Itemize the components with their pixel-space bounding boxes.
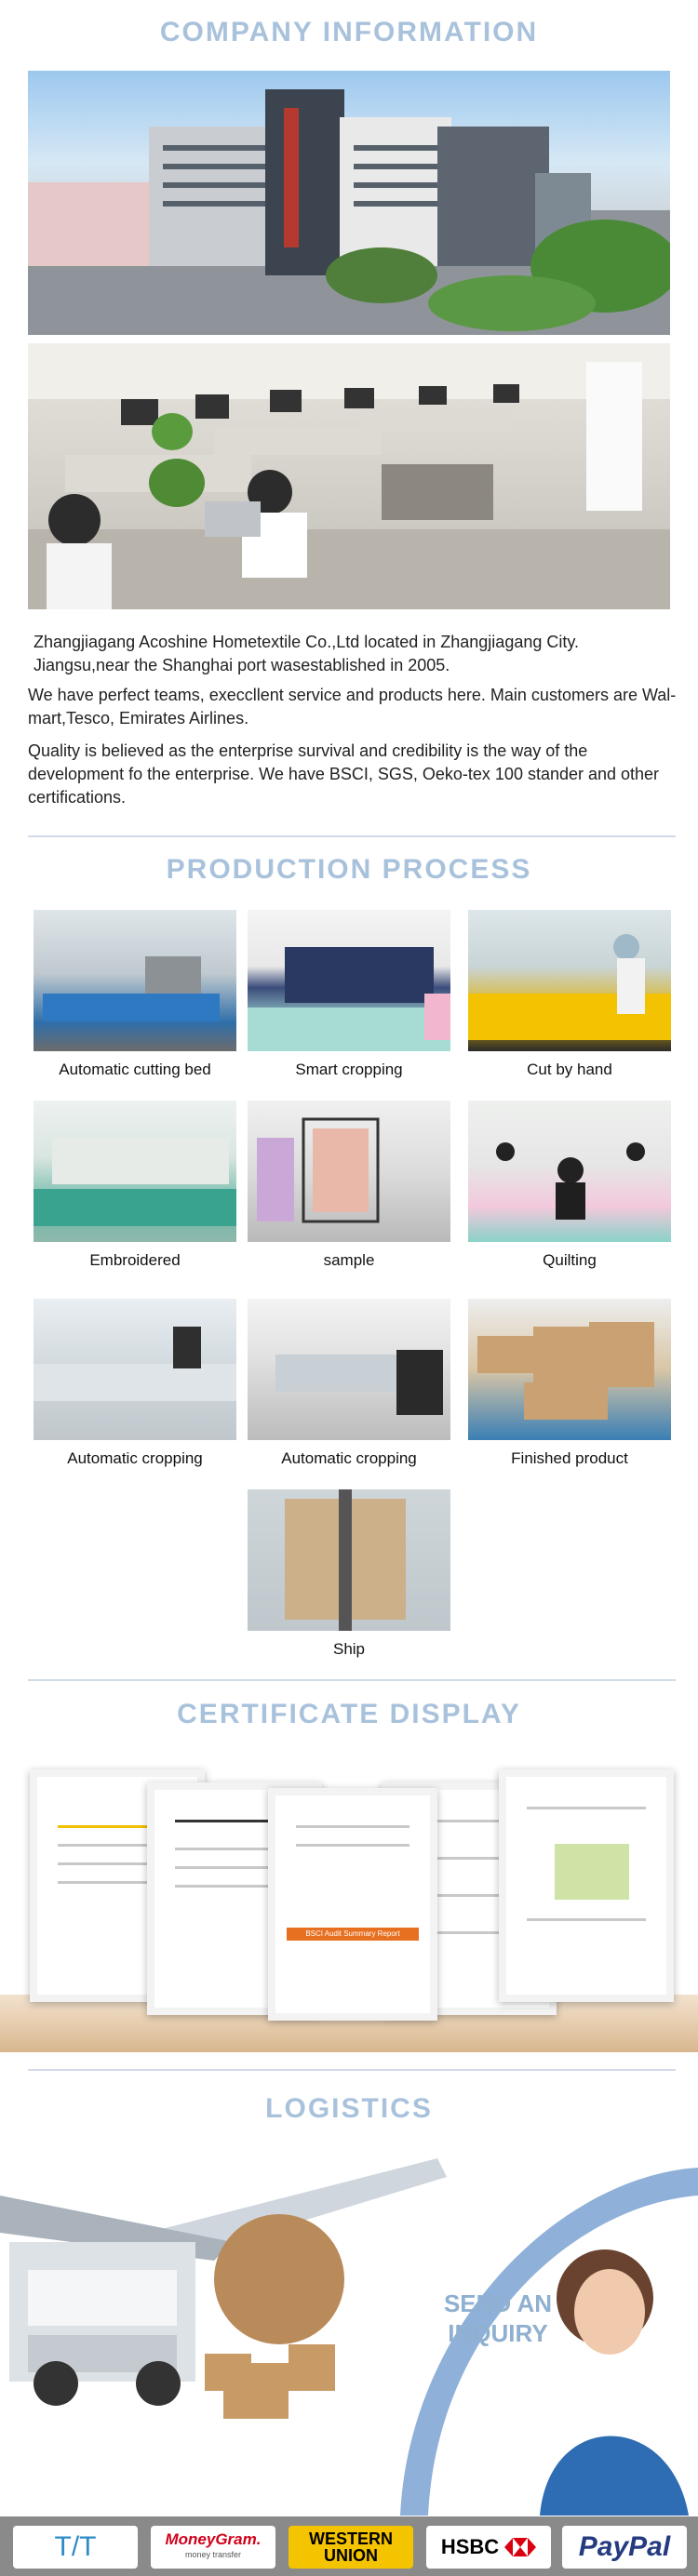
- process-step-quilting: Quilting: [468, 1101, 671, 1270]
- bsci-report-label: BSCI Audit Summary Report: [287, 1928, 419, 1941]
- office-illustration: [28, 343, 670, 609]
- process-caption: Automatic cutting bed: [59, 1061, 211, 1078]
- moneygram-text: MoneyGram.: [165, 2530, 262, 2548]
- process-caption: Quilting: [543, 1251, 597, 1269]
- payment-methods-bar: T/T MoneyGram. money transfer WESTERN UN…: [0, 2516, 698, 2576]
- hsbc-text: HSBC: [440, 2535, 500, 2558]
- certificate-card-center: BSCI Audit Summary Report: [268, 1788, 437, 2021]
- payment-moneygram: MoneyGram. money transfer: [151, 2526, 275, 2569]
- company-quality-paragraph: Quality is believed as the enterprise su…: [28, 741, 660, 807]
- process-caption: Automatic cropping: [67, 1449, 203, 1467]
- payment-hsbc: HSBC: [426, 2526, 551, 2569]
- company-information-title: COMPANY INFORMATION: [159, 17, 539, 47]
- inquiry-line-1: SEND AN: [443, 2289, 553, 2317]
- process-step-finished-product: Finished product: [468, 1299, 671, 1468]
- certificate-display-title: CERTIFICATE DISPLAY: [177, 1699, 521, 1729]
- hsbc-hexagon-icon: [504, 2538, 537, 2556]
- process-caption: Automatic cropping: [281, 1449, 417, 1467]
- payment-western-union: WESTERN UNION: [289, 2526, 413, 2569]
- logistics-title: LOGISTICS: [265, 2093, 433, 2124]
- company-building-photo: [28, 71, 670, 335]
- process-image: [34, 1299, 236, 1440]
- process-image: [248, 910, 450, 1051]
- logistics-illustration: [0, 2158, 698, 2516]
- certificate-card: [499, 1769, 674, 2002]
- building-illustration: [28, 89, 670, 335]
- process-image: [34, 910, 236, 1051]
- process-image: [248, 1489, 450, 1631]
- logistics-banner: SEND AN INQUIRY: [0, 2140, 698, 2516]
- process-step-automatic-cropping-2: Automatic cropping: [248, 1299, 450, 1468]
- process-caption: Finished product: [511, 1449, 628, 1467]
- western-union-line-2: UNION: [324, 2546, 378, 2565]
- moneygram-subtext: money transfer: [184, 2550, 242, 2559]
- process-caption: sample: [323, 1251, 375, 1269]
- process-step-smart-cropping: Smart cropping: [248, 910, 450, 1079]
- process-caption: Smart cropping: [295, 1061, 403, 1078]
- payment-tt: T/T: [13, 2526, 138, 2569]
- process-step-cut-by-hand: Cut by hand: [468, 910, 671, 1079]
- divider-certificates: [28, 2069, 676, 2071]
- western-union-line-1: WESTERN: [309, 2529, 393, 2548]
- company-office-photo: [28, 343, 670, 609]
- process-caption: Ship: [332, 1640, 366, 1658]
- process-image: [34, 1101, 236, 1242]
- process-step-automatic-cutting-bed: Automatic cutting bed: [34, 910, 236, 1079]
- paypal-text: PayPal: [578, 2531, 671, 2562]
- process-step-embroidered: Embroidered: [34, 1101, 236, 1270]
- process-image: [248, 1299, 450, 1440]
- company-intro-paragraph: Zhangjiagang Acoshine Hometextile Co.,Lt…: [34, 633, 580, 674]
- process-caption: Cut by hand: [527, 1061, 612, 1078]
- process-step-automatic-cropping-1: Automatic cropping: [34, 1299, 236, 1468]
- certificate-display: BSCI Audit Summary Report: [0, 1751, 698, 2058]
- process-image: [468, 910, 671, 1051]
- payment-paypal: PayPal: [562, 2526, 687, 2569]
- process-step-sample: sample: [248, 1101, 450, 1270]
- process-caption: Embroidered: [89, 1251, 181, 1269]
- company-teams-paragraph: We have perfect teams, execcllent servic…: [28, 686, 677, 727]
- process-image: [468, 1101, 671, 1242]
- production-process-title: PRODUCTION PROCESS: [166, 854, 532, 885]
- send-an-inquiry-link[interactable]: SEND AN INQUIRY: [437, 2289, 558, 2348]
- process-image: [248, 1101, 450, 1242]
- process-image: [468, 1299, 671, 1440]
- divider-company: [28, 835, 676, 837]
- inquiry-line-2: INQUIRY: [448, 2319, 548, 2347]
- process-step-ship: Ship: [248, 1489, 450, 1659]
- divider-production: [28, 1679, 676, 1681]
